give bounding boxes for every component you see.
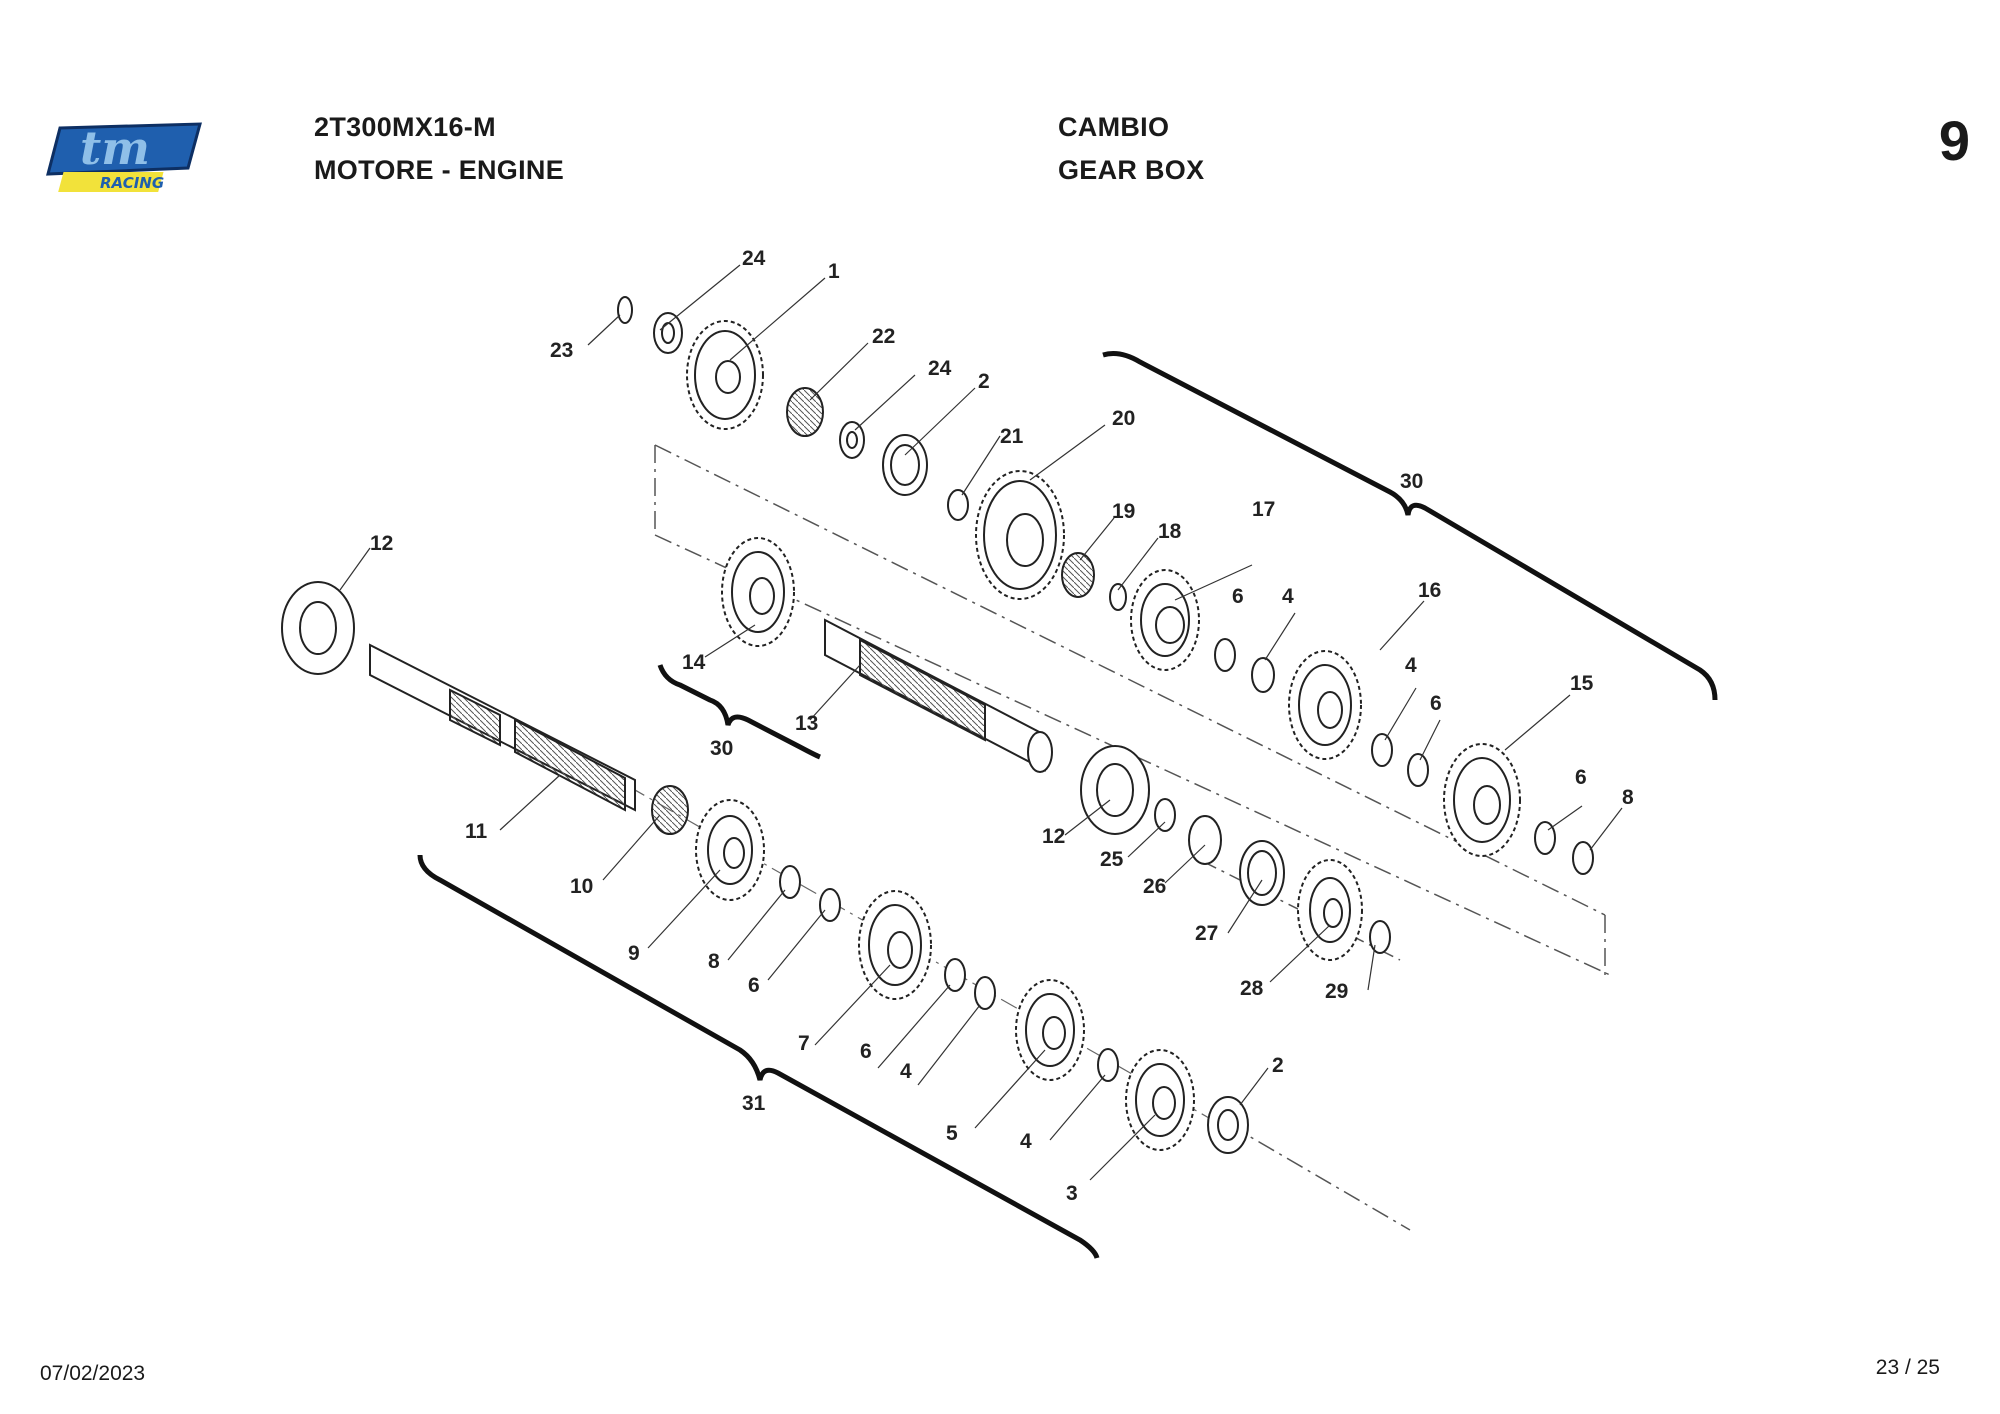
callout-15: 15 [1570, 672, 1594, 695]
svg-text:tm: tm [80, 121, 150, 175]
callout-3: 3 [1066, 1182, 1078, 1205]
callout-18: 18 [1158, 520, 1182, 543]
section-title-it: CAMBIO [1058, 112, 1170, 142]
callout-6d: 6 [748, 974, 760, 997]
group-title: MOTORE - ENGINE [314, 155, 565, 185]
callout-24a: 24 [742, 247, 766, 270]
callout-8b: 8 [708, 950, 720, 973]
callout-6e: 6 [860, 1040, 872, 1063]
callout-6c: 6 [1575, 766, 1587, 789]
svg-text:RACING: RACING [100, 174, 164, 192]
callout-4c: 4 [900, 1060, 912, 1083]
callout-1: 1 [828, 260, 840, 283]
brace-30-left [657, 664, 821, 760]
callout-8a: 8 [1622, 786, 1634, 809]
gearbox-components [281, 296, 1594, 1154]
callout-27: 27 [1195, 922, 1218, 945]
callout-12b: 12 [1042, 825, 1065, 848]
callout-6b: 6 [1430, 692, 1442, 715]
callout-14: 14 [682, 651, 706, 674]
callout-19: 19 [1112, 500, 1135, 523]
footer-page-count: 23 / 25 [1875, 1356, 1940, 1379]
callout-26: 26 [1143, 875, 1166, 898]
lower-axis [599, 769, 1231, 1131]
callout-30a: 30 [1400, 470, 1423, 493]
callout-12a: 12 [370, 532, 393, 555]
section-title-en: GEAR BOX [1058, 155, 1205, 185]
callout-28: 28 [1240, 977, 1264, 1000]
callout-22: 22 [872, 325, 895, 348]
callout-6a: 6 [1232, 585, 1244, 608]
brace-30-top [1102, 351, 1718, 701]
brace-31 [417, 854, 1100, 1259]
callout-23: 23 [550, 339, 573, 362]
callout-17: 17 [1252, 498, 1275, 521]
callout-5: 5 [946, 1122, 958, 1145]
callout-7: 7 [798, 1032, 810, 1055]
page-number: 9 [1938, 109, 1970, 172]
callout-4d: 4 [1020, 1130, 1032, 1153]
callout-labels: 24 1 23 22 24 2 21 20 30 19 18 17 6 4 16… [370, 247, 1634, 1205]
callout-24b: 24 [928, 357, 952, 380]
model-code: 2T300MX16-M [314, 112, 496, 142]
callout-9: 9 [628, 942, 640, 965]
leader-lines [339, 264, 1623, 1181]
callout-10: 10 [570, 875, 593, 898]
callout-4b: 4 [1405, 654, 1417, 677]
callout-11: 11 [465, 820, 488, 843]
footer-date: 07/02/2023 [40, 1362, 146, 1385]
callout-30b: 30 [710, 737, 733, 760]
callout-2a: 2 [978, 370, 990, 393]
callout-21: 21 [1000, 425, 1024, 448]
callout-16: 16 [1418, 579, 1441, 602]
callout-2b: 2 [1272, 1054, 1284, 1077]
callout-25: 25 [1100, 848, 1124, 871]
callout-29: 29 [1325, 980, 1348, 1003]
callout-4a: 4 [1282, 585, 1294, 608]
tm-racing-logo: tm RACING [40, 118, 210, 203]
callout-31: 31 [742, 1092, 766, 1115]
callout-13: 13 [795, 712, 818, 735]
callout-20: 20 [1112, 407, 1135, 430]
